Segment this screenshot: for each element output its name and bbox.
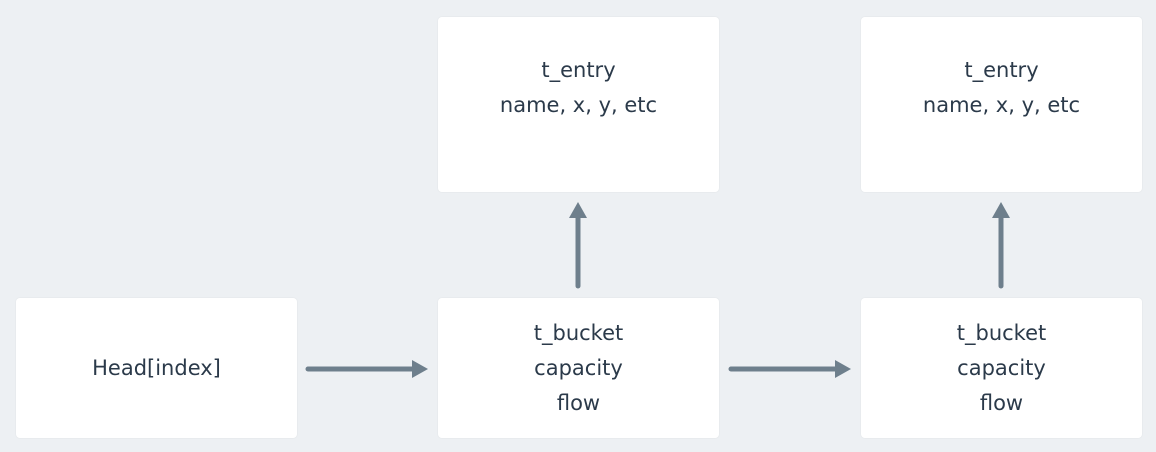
- arrow-bucket-1-to-entry-1: [569, 202, 587, 289]
- bucket-1-title: t_bucket: [533, 320, 624, 345]
- bucket-node-1: t_bucket capacity flow: [438, 298, 719, 438]
- bucket-2-field-flow: flow: [979, 390, 1024, 415]
- head-index-label: Head[index]: [92, 355, 221, 380]
- bucket-1-field-flow: flow: [556, 390, 601, 415]
- bucket-node-2: t_bucket capacity flow: [861, 298, 1142, 438]
- entry-2-fields: name, x, y, etc: [922, 92, 1081, 117]
- arrow-bucket-1-to-bucket-2: [728, 360, 851, 378]
- entry-node-1: t_entry name, x, y, etc: [438, 17, 719, 192]
- entry-1-title: t_entry: [541, 57, 616, 82]
- arrow-bucket-2-to-entry-2: [992, 202, 1010, 289]
- head-index-node: Head[index]: [16, 298, 297, 438]
- arrow-head-to-bucket-1: [305, 360, 428, 378]
- bucket-2-title: t_bucket: [956, 320, 1047, 345]
- bucket-2-field-capacity: capacity: [957, 355, 1046, 380]
- bucket-1-field-capacity: capacity: [534, 355, 623, 380]
- entry-1-fields: name, x, y, etc: [499, 92, 658, 117]
- entry-2-title: t_entry: [964, 57, 1039, 82]
- entry-node-2: t_entry name, x, y, etc: [861, 17, 1142, 192]
